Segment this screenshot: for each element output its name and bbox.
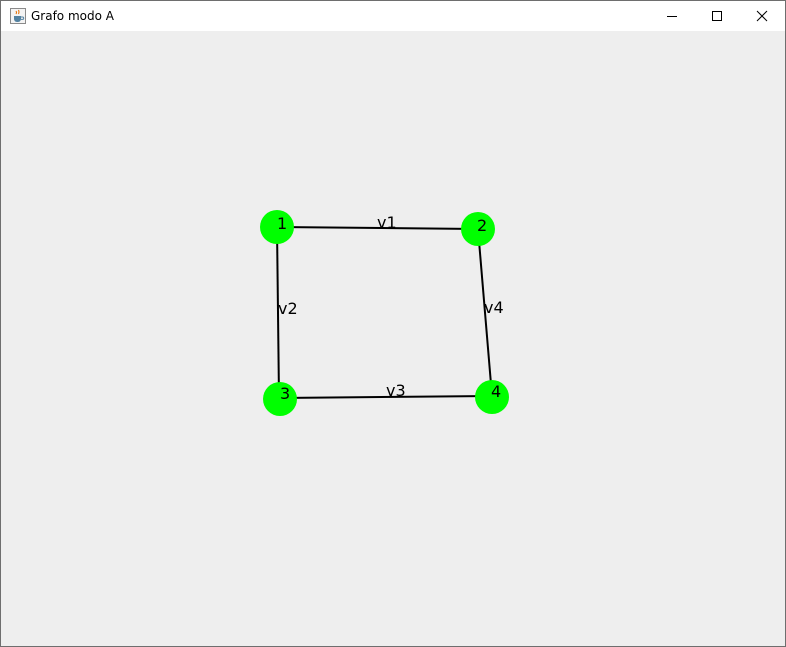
edge-v3-line (278, 395, 493, 399)
node-4-label: 4 (491, 382, 501, 401)
graph-svg: 1 2 3 4 v1 v2 v3 v4 (260, 210, 509, 416)
node-3-circle (263, 382, 297, 416)
title-bar[interactable]: Grafo modo A (1, 1, 785, 31)
node-3[interactable]: 3 (263, 382, 297, 416)
edge-v4-line (477, 228, 493, 397)
edge-v1-label: v1 (377, 213, 397, 232)
node-4[interactable]: 4 (475, 380, 509, 414)
node-2-label: 2 (477, 216, 487, 235)
close-button[interactable] (739, 1, 785, 31)
node-1-label: 1 (277, 214, 287, 233)
edge-v4-label: v4 (484, 298, 504, 317)
node-2-circle (461, 212, 495, 246)
minimize-icon (667, 16, 677, 17)
edge-v2-line (276, 226, 280, 399)
minimize-button[interactable] (649, 1, 695, 31)
edge-v3-label: v3 (386, 381, 406, 400)
java-cup-icon (10, 8, 26, 24)
node-4-circle (475, 380, 509, 414)
node-2[interactable]: 2 (461, 212, 495, 246)
node-1[interactable]: 1 (260, 210, 294, 244)
window-title: Grafo modo A (31, 9, 114, 23)
edge-v2-label: v2 (278, 299, 298, 318)
node-1-circle (260, 210, 294, 244)
graph-canvas[interactable]: 1 2 3 4 v1 v2 v3 v4 (1, 31, 785, 646)
node-3-label: 3 (280, 384, 290, 403)
edge-v1-line (276, 226, 479, 230)
close-icon (756, 10, 768, 22)
maximize-icon (712, 11, 722, 21)
maximize-button[interactable] (694, 1, 740, 31)
